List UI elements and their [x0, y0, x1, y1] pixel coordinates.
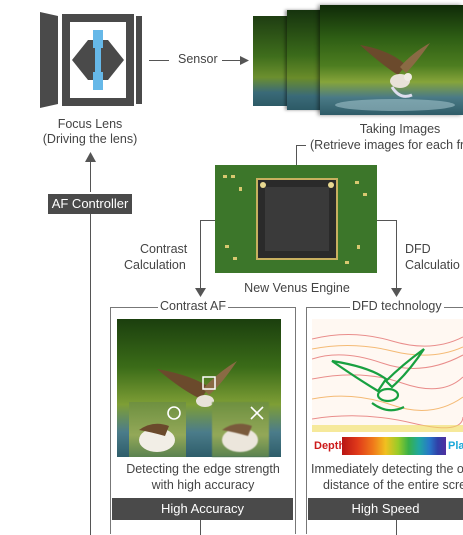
contrast-af-title: Contrast AF	[158, 299, 228, 314]
depth-color-scale	[342, 437, 446, 455]
focus-lens-label: Focus Lens	[57, 117, 123, 131]
engine-label: New Venus Engine	[244, 281, 350, 295]
depth-legend: Depth Pla	[312, 437, 463, 455]
contrast-desc-2: with high accuracy	[151, 478, 255, 492]
circle-icon	[167, 406, 181, 420]
sensor-label: Sensor	[178, 52, 218, 66]
plane-label: Pla	[448, 440, 463, 452]
focus-lens-sublabel: (Driving the lens)	[42, 132, 138, 146]
focus-lens-icon	[40, 12, 142, 108]
taking-images-label: Taking Images	[359, 122, 441, 136]
depth-label: Depth	[314, 440, 346, 452]
dfd-calc-label: DFD	[405, 242, 431, 256]
dfd-tech-title: DFD technology	[350, 299, 444, 314]
contrast-calc-label: Contrast	[140, 242, 188, 256]
venus-engine-chip	[215, 165, 377, 273]
contrast-desc-1: Detecting the edge strength	[126, 462, 280, 476]
dfd-desc-2: distance of the entire scree	[323, 478, 463, 492]
high-accuracy-badge: High Accuracy	[112, 498, 293, 520]
dfd-depth-map	[312, 319, 463, 432]
osprey-image	[335, 43, 455, 111]
cross-icon	[250, 406, 264, 420]
dfd-calc-sublabel: Calculatio	[405, 258, 460, 272]
contrast-zoom-ok	[129, 402, 186, 457]
captured-image-3	[320, 5, 463, 115]
high-speed-badge: High Speed	[308, 498, 463, 520]
af-controller-badge: AF Controller	[48, 194, 132, 214]
contrast-calc-sublabel: Calculation	[124, 258, 186, 272]
dfd-desc-1: Immediately detecting the obj	[311, 462, 463, 476]
taking-images-sublabel: (Retrieve images for each fra	[310, 138, 463, 152]
